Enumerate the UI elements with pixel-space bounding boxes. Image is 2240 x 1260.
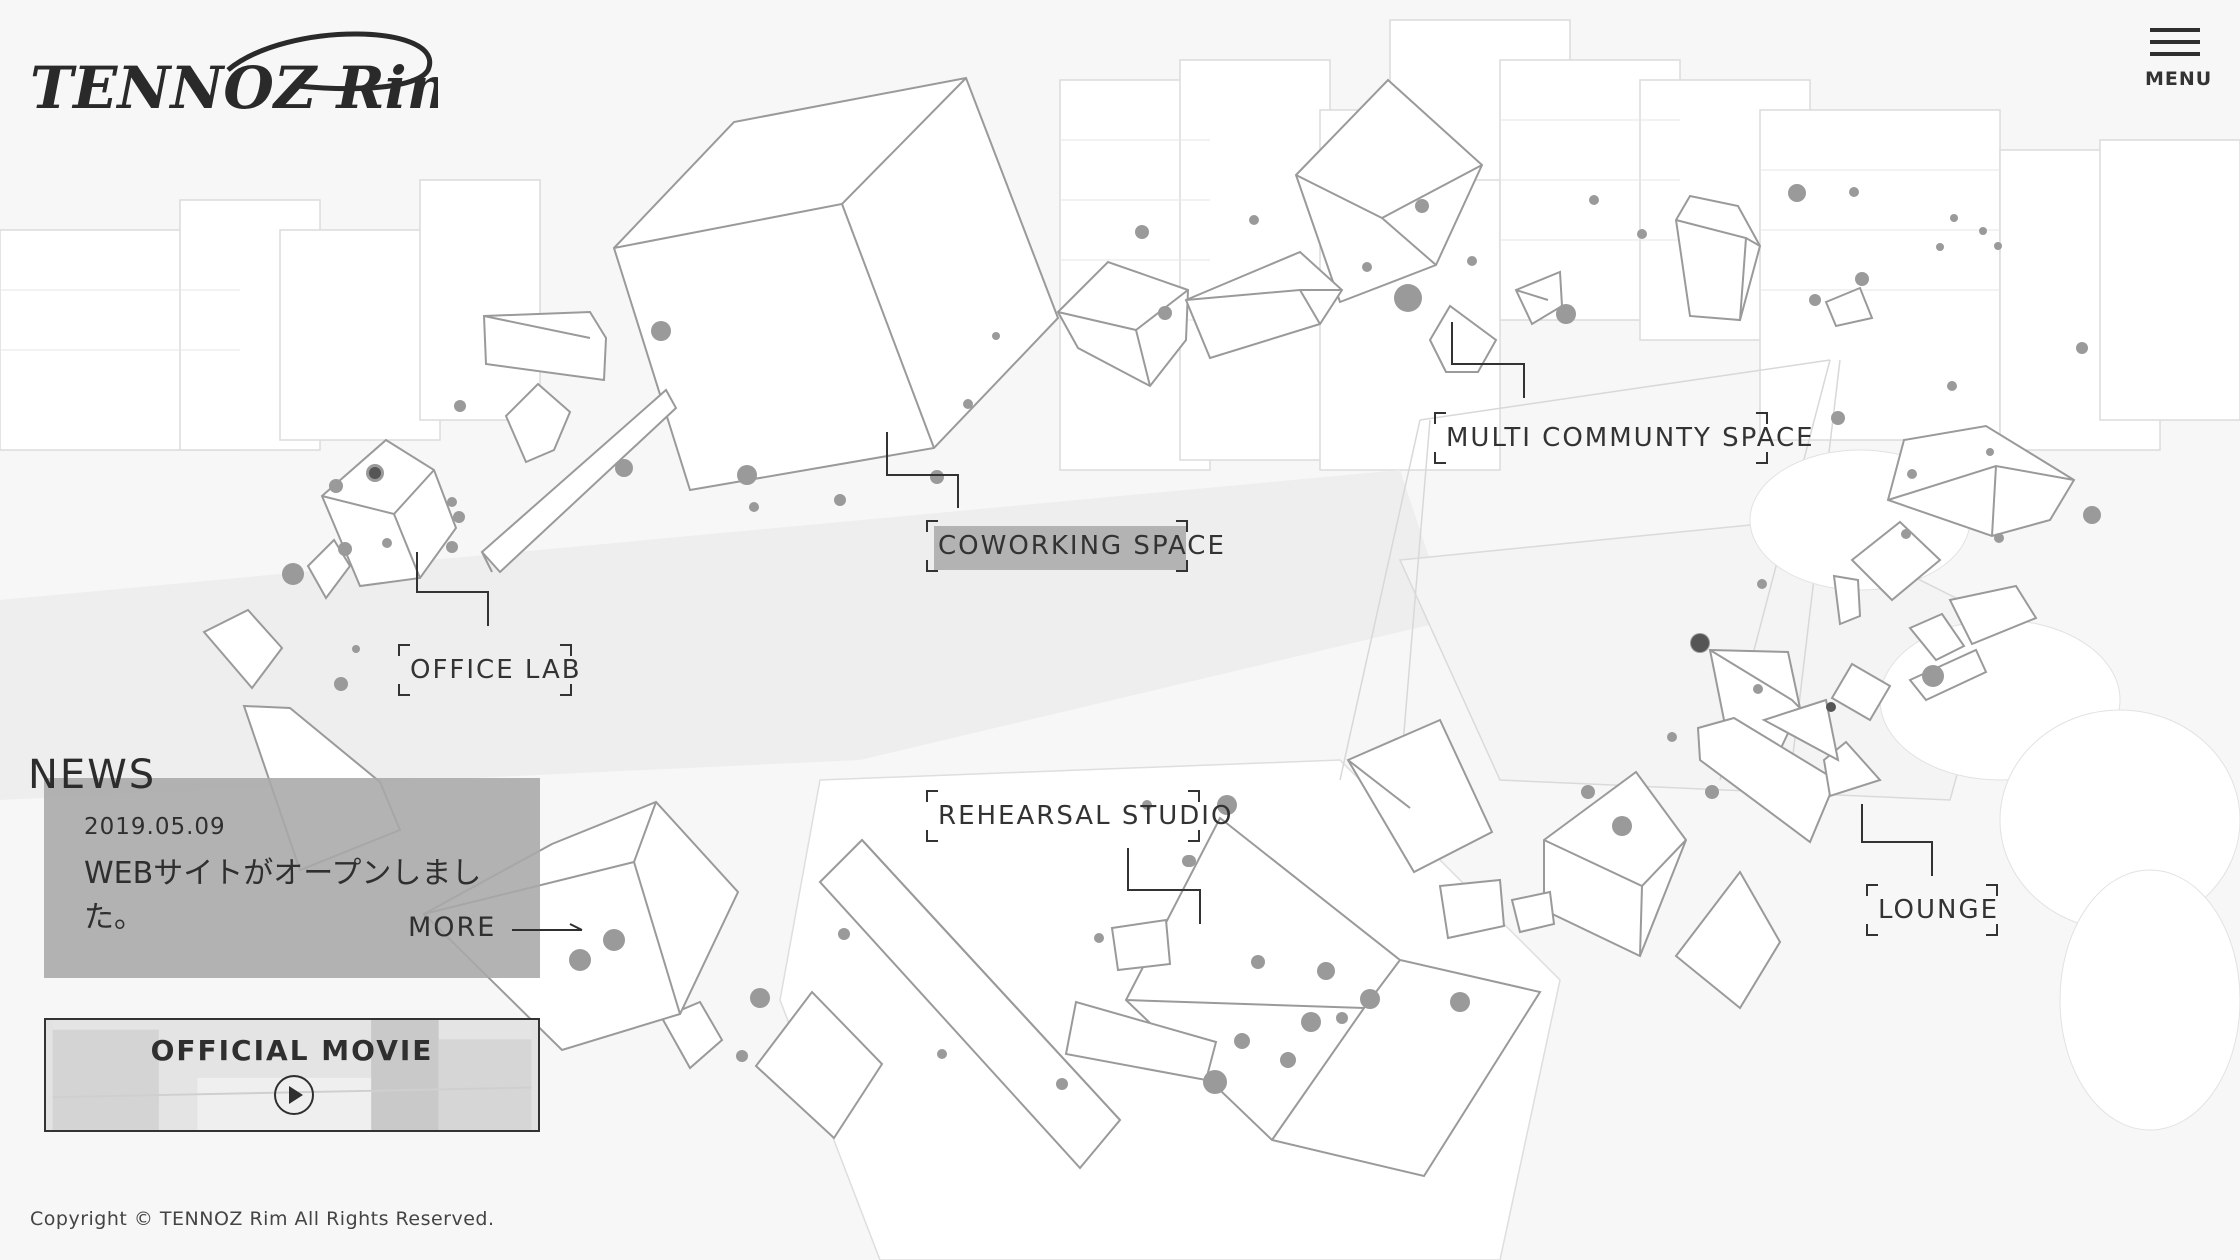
trees (1749, 449, 2240, 1131)
more-label: MORE (408, 912, 497, 943)
hotspot-rehearsal-studio[interactable]: REHEARSAL STUDIO (926, 790, 1231, 842)
logo-mark: TENNOZ Rim (30, 31, 468, 122)
floating-dots (282, 184, 2101, 1094)
official-movie-button[interactable]: OFFICIAL MOVIE (44, 1018, 540, 1132)
tennoz-rim-logo[interactable]: TENNOZ Rim (28, 26, 468, 122)
news-title: NEWS (28, 752, 157, 798)
hotspot-label: COWORKING SPACE (938, 531, 1226, 561)
hotspot-label: OFFICE LAB (410, 655, 582, 685)
copyright-text: Copyright © TENNOZ Rim All Rights Reserv… (30, 1208, 495, 1230)
news-headline[interactable]: WEBサイトがオープンしました。 (84, 856, 482, 935)
menu-button[interactable]: MENU (2145, 24, 2213, 96)
hotspot-lounge[interactable]: LOUNGE (1866, 884, 1998, 936)
news-more-link[interactable]: MORE (408, 912, 584, 943)
dark-dots (369, 467, 1836, 712)
hotspot-label: REHEARSAL STUDIO (938, 801, 1234, 831)
news-date: 2019.05.09 (84, 814, 226, 840)
menu-label: MENU (2145, 68, 2213, 90)
hotspot-label: MULTI COMMUNTY SPACE (1446, 423, 1815, 453)
hotspot-label: LOUNGE (1878, 895, 2000, 925)
movie-label: OFFICIAL MOVIE (150, 1034, 434, 1067)
movie-thumbnail (52, 1020, 532, 1130)
news-panel: 2019.05.09 WEBサイトがオープンしました。 MORE (44, 778, 583, 978)
hotspot-coworking-space[interactable]: COWORKING SPACE (926, 520, 1224, 572)
callout-lines (416, 322, 1933, 924)
hotspot-office-lab[interactable]: OFFICE LAB (398, 644, 580, 696)
play-icon (274, 1075, 314, 1115)
floating-cubes (202, 76, 2076, 1178)
logo-text: TENNOZ Rim (30, 54, 438, 118)
hotspot-multi-community-space[interactable]: MULTI COMMUNTY SPACE (1434, 412, 1813, 464)
arrow-right-icon (512, 922, 583, 931)
building-details (0, 119, 2000, 351)
